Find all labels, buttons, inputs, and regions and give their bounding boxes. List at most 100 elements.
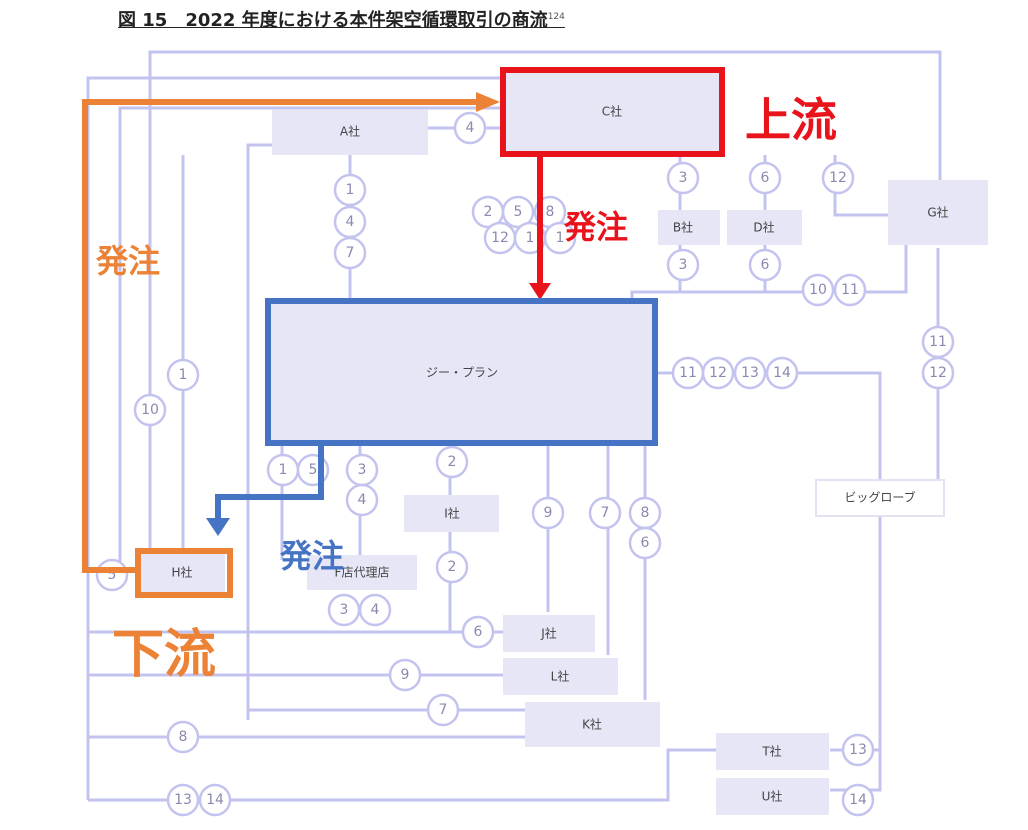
label-biglobe: ビッグローブ bbox=[844, 490, 915, 505]
badge-number: 12 bbox=[491, 230, 509, 246]
badge-number: 13 bbox=[741, 365, 759, 381]
badge-number: 11 bbox=[929, 334, 947, 350]
box-biglobe bbox=[815, 479, 945, 517]
badge-number: 2 bbox=[484, 204, 493, 220]
figure-title-text: 図 15 2022 年度における本件架空循環取引の商流 bbox=[118, 10, 548, 31]
label-j: J社 bbox=[540, 626, 557, 641]
label-t: T社 bbox=[761, 744, 781, 759]
badge-3: 3 bbox=[666, 248, 700, 282]
label-gplan: ジー・プラン bbox=[426, 366, 498, 380]
badge-circle bbox=[388, 658, 422, 692]
box-f bbox=[307, 555, 417, 590]
badge-11: 11 bbox=[671, 356, 705, 390]
badge-circle bbox=[666, 161, 700, 195]
label-k: K社 bbox=[582, 717, 602, 732]
badge-number: 14 bbox=[849, 792, 867, 808]
box-c bbox=[505, 72, 720, 152]
line-t-u-to-left bbox=[88, 748, 716, 802]
arrow-blue-head bbox=[206, 518, 230, 536]
badge-7: 7 bbox=[588, 496, 622, 530]
label-order-blue: 発注 bbox=[279, 537, 344, 575]
badge-14: 14 bbox=[765, 356, 799, 390]
badge-number: 11 bbox=[679, 365, 697, 381]
badge-6: 6 bbox=[628, 526, 662, 560]
badge-circle bbox=[588, 496, 622, 530]
badge-number: 8 bbox=[641, 505, 650, 521]
badge-5: 5 bbox=[95, 558, 129, 592]
badge-4: 4 bbox=[453, 111, 487, 145]
badge-number: 1 bbox=[279, 462, 288, 478]
label-l: L社 bbox=[551, 669, 570, 684]
badge-number: 3 bbox=[340, 602, 349, 618]
badge-number: 12 bbox=[709, 365, 727, 381]
badge-11: 11 bbox=[833, 273, 867, 307]
badge-number: 9 bbox=[401, 667, 410, 683]
badge-11: 11 bbox=[921, 325, 955, 359]
badge-12: 12 bbox=[701, 356, 735, 390]
label-a: A社 bbox=[340, 124, 360, 139]
badge-7: 7 bbox=[333, 236, 367, 270]
badge-5: 5 bbox=[501, 195, 535, 229]
highlight-gplan-blue bbox=[265, 298, 658, 446]
badge-13: 13 bbox=[166, 783, 200, 817]
badge-circle bbox=[345, 483, 379, 517]
badge-number: 9 bbox=[544, 505, 553, 521]
badge-circle bbox=[748, 161, 782, 195]
box-j bbox=[503, 615, 595, 652]
label-c: C社 bbox=[602, 104, 622, 119]
badge-4: 4 bbox=[345, 483, 379, 517]
badge-circle bbox=[461, 615, 495, 649]
badge-number: 13 bbox=[174, 792, 192, 808]
badge-number: 1 bbox=[346, 182, 355, 198]
badge-number: 6 bbox=[641, 535, 650, 551]
badge-8: 8 bbox=[166, 720, 200, 754]
badge-number: 6 bbox=[761, 257, 770, 273]
badge-number: 3 bbox=[358, 462, 367, 478]
arrow-orange-shaft bbox=[82, 99, 478, 573]
badge-circle bbox=[166, 720, 200, 754]
badge-circle bbox=[453, 111, 487, 145]
badge-number: 5 bbox=[514, 204, 523, 220]
badge-number: 12 bbox=[929, 365, 947, 381]
badge-number: 7 bbox=[439, 702, 448, 718]
badge-circle bbox=[833, 273, 867, 307]
label-d: D社 bbox=[753, 220, 774, 235]
badge-number: 7 bbox=[601, 505, 610, 521]
badge-6: 6 bbox=[748, 161, 782, 195]
box-h bbox=[140, 553, 225, 593]
line-left-inner bbox=[246, 143, 272, 720]
badge-circle bbox=[765, 356, 799, 390]
box-g bbox=[888, 180, 988, 245]
badge-6: 6 bbox=[748, 248, 782, 282]
badge-circle bbox=[748, 248, 782, 282]
badge-8: 8 bbox=[628, 496, 662, 530]
badge-10: 10 bbox=[133, 393, 167, 427]
label-f: F店代理店 bbox=[335, 566, 390, 580]
badge-circle bbox=[821, 161, 855, 195]
badge-1: 1 bbox=[166, 358, 200, 392]
badge-number: 13 bbox=[849, 742, 867, 758]
highlight-h-orange bbox=[135, 548, 233, 598]
line-left-mid bbox=[118, 106, 500, 570]
label-upstream: 上流 bbox=[745, 93, 837, 147]
badge-number: 11 bbox=[841, 282, 859, 298]
box-i bbox=[404, 495, 499, 532]
badge-circle bbox=[333, 173, 367, 207]
badge-circle bbox=[921, 356, 955, 390]
badge-3: 3 bbox=[327, 593, 361, 627]
badge-number: 1 bbox=[556, 230, 565, 246]
badge-circle bbox=[166, 783, 200, 817]
badge-number: 2 bbox=[448, 454, 457, 470]
box-u bbox=[716, 778, 829, 815]
badge-number: 6 bbox=[474, 624, 483, 640]
badge-number: 3 bbox=[679, 257, 688, 273]
badge-circle bbox=[166, 358, 200, 392]
box-b bbox=[658, 210, 720, 245]
badge-number: 5 bbox=[309, 462, 318, 478]
badge-number: 4 bbox=[466, 120, 475, 136]
badge-14: 14 bbox=[198, 783, 232, 817]
badge-circle bbox=[841, 783, 875, 817]
badge-9: 9 bbox=[531, 496, 565, 530]
label-downstream: 下流 bbox=[112, 625, 216, 685]
